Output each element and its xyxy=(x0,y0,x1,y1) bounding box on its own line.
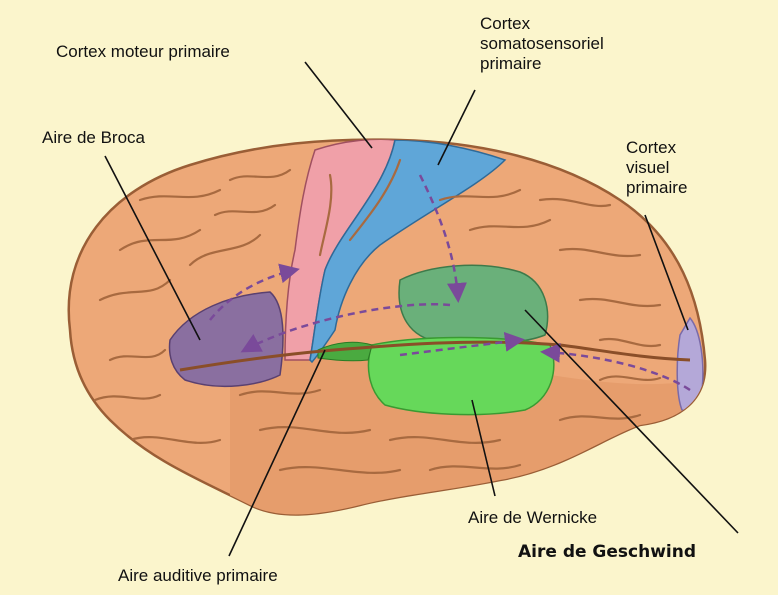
label-auditory: Aire auditive primaire xyxy=(118,566,278,586)
label-somatosensory: Cortex somatosensoriel primaire xyxy=(480,14,604,74)
region-wernicke xyxy=(368,338,553,415)
label-visual-line2: visuel xyxy=(626,158,687,178)
label-visual-line3: primaire xyxy=(626,178,687,198)
label-broca: Aire de Broca xyxy=(42,128,145,148)
label-somatosensory-line2: somatosensoriel xyxy=(480,34,604,54)
label-somatosensory-line1: Cortex xyxy=(480,14,604,34)
label-visual-line1: Cortex xyxy=(626,138,687,158)
label-geschwind: Aire de Geschwind xyxy=(518,542,696,562)
label-motor-cortex: Cortex moteur primaire xyxy=(56,42,230,62)
label-visual: Cortex visuel primaire xyxy=(626,138,687,198)
label-somatosensory-line3: primaire xyxy=(480,54,604,74)
label-wernicke: Aire de Wernicke xyxy=(468,508,597,528)
